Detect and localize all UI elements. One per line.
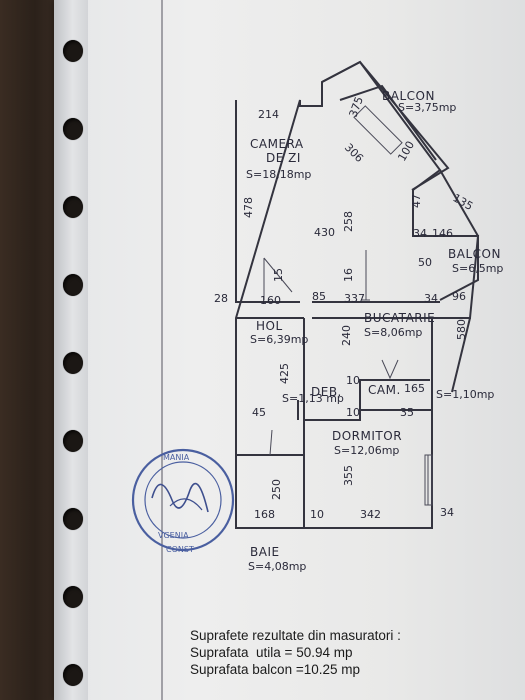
dimension-label: 28 [214,292,228,305]
dimension-label: 375 [347,95,366,119]
dimension-label: 45 [252,406,266,419]
dimension-label: 96 [452,290,466,303]
punch-hole-icon [63,118,83,140]
dimension-label: 146 [432,227,453,240]
punch-hole-icon [63,508,83,530]
room-area-camera: S=18,18mp [246,168,311,181]
official-stamp: MANIA VGENIA CONST [131,448,235,554]
door-swing-icon [269,429,273,456]
room-name-hol: HOL [256,319,283,333]
dimension-label: 337 [344,292,365,305]
dimension-label: 165 [404,382,425,395]
stamp-text-top: MANIA [163,453,190,462]
room-name-deb: DEB. [311,385,342,399]
dimension-label: 15 [272,268,285,282]
room-name-dormitor: DORMITOR [332,429,402,443]
room-area-balcon: S=3,75mp [398,101,456,114]
useful-area-value: 50.94 mp [296,645,353,660]
dimension-label: 306 [342,141,366,165]
dimension-label: 240 [340,325,353,346]
summary-useful-row: Suprafata utila = 50.94 mp [190,644,520,661]
dimension-label: 478 [242,197,255,218]
dimension-label: 35 [400,406,414,419]
room-area-deb: S=1,13 mp [282,392,344,405]
punch-hole-icon [63,352,83,374]
room-area-dormitor: S=12,06mp [334,444,399,457]
stamp-text-bottom: CONST [166,545,194,554]
balcony-area-value: 10.25 mp [303,662,361,677]
room-area-hol: S=6,39mp [250,333,308,346]
dimension-label: 100 [395,139,417,164]
useful-area-label: Suprafata utila = [190,645,293,660]
dimension-label: 425 [278,363,291,384]
room-name-bucatarie: BUCATARIE [364,311,435,325]
summary-balcony-row: Suprafata balcon =10.25 mp [190,661,520,678]
dimension-label: 34 [424,292,438,305]
dimension-label: 580 [455,319,468,340]
window-frame-icon [424,454,433,506]
dimension-label: 47 [410,194,423,208]
dimension-label: 10 [310,508,324,521]
door-swing-icon [381,359,399,380]
punch-hole-icon [63,274,83,296]
stamp-text-middle: VGENIA [158,531,189,540]
room-name-cam: CAM. [368,383,401,397]
dimension-label: 16 [342,268,355,282]
signature-flourish-icon [169,498,203,511]
dimension-label: 430 [314,226,335,239]
area-summary: Suprafete rezultate din masuratori : Sup… [190,627,520,678]
signature-icon [151,482,209,513]
dark-background-edge [0,0,58,700]
dimension-label: 34 [413,227,427,240]
room-name-baie: BAIE [250,545,280,559]
dimension-label: 342 [360,508,381,521]
punch-hole-icon [63,586,83,608]
room-name-camera-1: CAMERA [250,137,304,151]
dimension-label: 34 [440,506,454,519]
room-name-balcon: BALCON [382,89,435,103]
punch-hole-icon [63,196,83,218]
dimension-label: 160 [260,294,281,307]
room-name-balcon-2: BALCON [448,247,501,261]
dimension-label: 355 [342,465,355,486]
balcony-window-frame [353,105,403,155]
dimension-label: 250 [270,479,283,500]
summary-heading: Suprafete rezultate din masuratori : [190,628,401,643]
room-area-baie: S=4,08mp [248,560,306,573]
balcony-top-walls [321,60,450,191]
dimension-line [362,250,370,301]
punch-hole-icon [63,430,83,452]
dimension-label: 168 [254,508,275,521]
room-area-cam: S=1,10mp [436,388,494,401]
dimension-label: 214 [258,108,279,121]
dimension-label: 10 [346,374,360,387]
balcony-area-label: Suprafata balcon = [190,662,304,677]
room-name-camera-2: DE ZI [266,151,301,165]
room-area-balcon-2: S=6,5mp [452,262,503,275]
dimension-label: 258 [342,211,355,232]
balcony-right-walls [439,169,479,393]
dimension-label: 50 [418,256,432,269]
binder-strip [54,0,88,700]
dimension-label: 10 [346,406,360,419]
punch-hole-icon [63,664,83,686]
punch-hole-icon [63,40,83,62]
door-swing-icon [263,257,293,300]
dimension-label: 85 [312,290,326,303]
plastic-sleeve-page [54,0,525,700]
room-area-bucatarie: S=8,06mp [364,326,422,339]
